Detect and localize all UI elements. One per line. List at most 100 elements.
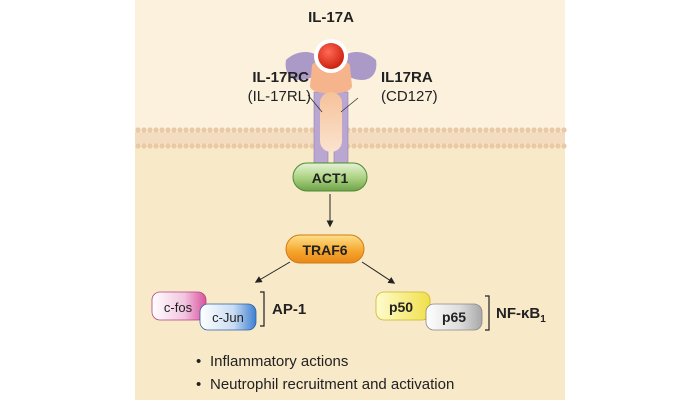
lipid-head-outer <box>189 127 195 133</box>
lipid-head-inner <box>381 143 387 149</box>
lipid-head-outer <box>417 127 423 133</box>
lipid-head-inner <box>189 143 195 149</box>
lipid-head-outer <box>147 127 153 133</box>
lipid-head-outer <box>459 127 465 133</box>
lipid-head-inner <box>297 143 303 149</box>
lipid-head-outer <box>477 127 483 133</box>
lipid-head-inner <box>363 143 369 149</box>
lipid-head-inner <box>273 143 279 149</box>
lipid-head-outer <box>393 127 399 133</box>
lipid-head-inner <box>549 143 555 149</box>
lipid-head-inner <box>369 143 375 149</box>
lipid-head-outer <box>537 127 543 133</box>
lipid-head-outer <box>171 127 177 133</box>
p65-label: p65 <box>442 309 466 325</box>
lipid-head-inner <box>165 143 171 149</box>
lipid-head-inner <box>393 143 399 149</box>
il17rc-leader-line <box>307 94 323 113</box>
act1-node <box>292 162 368 192</box>
lipid-head-outer <box>165 127 171 133</box>
lipid-head-inner <box>303 143 309 149</box>
lipid-head-outer <box>183 127 189 133</box>
lipid-head-inner <box>207 143 213 149</box>
lipid-head-inner <box>201 143 207 149</box>
lipid-head-inner <box>141 143 147 149</box>
lipid-head-inner <box>453 143 459 149</box>
lipid-head-outer <box>507 127 513 133</box>
lipid-head-outer <box>351 127 357 133</box>
lipid-head-inner <box>153 143 159 149</box>
p65-node <box>425 303 483 331</box>
receptor-complex <box>285 39 377 169</box>
nfkb-bracket <box>485 295 490 331</box>
lipid-head-outer <box>153 127 159 133</box>
ap1-label: AP-1 <box>272 301 306 318</box>
traf6-label: TRAF6 <box>302 242 347 258</box>
lipid-head-inner <box>285 143 291 149</box>
lipid-head-inner <box>237 143 243 149</box>
lipid-head-inner <box>351 143 357 149</box>
lipid-head-inner <box>519 143 525 149</box>
lipid-head-inner <box>183 143 189 149</box>
cfos-label: c-fos <box>164 300 193 315</box>
lipid-head-outer <box>411 127 417 133</box>
lipid-head-outer <box>381 127 387 133</box>
lipid-head-outer <box>303 127 309 133</box>
lipid-head-outer <box>465 127 471 133</box>
membrane-core <box>135 132 565 144</box>
lipid-head-inner <box>357 143 363 149</box>
lipid-head-outer <box>279 127 285 133</box>
lipid-head-inner <box>459 143 465 149</box>
lipid-head-inner <box>147 143 153 149</box>
lipid-head-outer <box>141 127 147 133</box>
il17rc-label: IL-17RC <box>252 69 309 86</box>
lipid-head-outer <box>357 127 363 133</box>
lipid-head-inner <box>213 143 219 149</box>
lipid-head-outer <box>363 127 369 133</box>
lipid-head-outer <box>501 127 507 133</box>
lipid-head-inner <box>507 143 513 149</box>
il17ra-alias: (CD127) <box>381 88 438 105</box>
outcome-item-2: Neutrophil recruitment and activation <box>210 376 454 393</box>
lipid-head-inner <box>267 143 273 149</box>
lipid-head-outer <box>291 127 297 133</box>
lipid-head-inner <box>399 143 405 149</box>
lipid-head-outer <box>195 127 201 133</box>
lipid-head-outer <box>159 127 165 133</box>
lipid-head-inner <box>405 143 411 149</box>
lipid-head-inner <box>477 143 483 149</box>
lipid-head-outer <box>561 127 567 133</box>
outcome-list: • Inflammatory actions • Neutrophil recr… <box>196 353 454 393</box>
lipid-head-outer <box>273 127 279 133</box>
ap1-complex: c-fos c-Jun AP-1 <box>151 291 306 331</box>
lipid-head-inner <box>411 143 417 149</box>
lipid-head-outer <box>135 127 141 133</box>
ligand-label: IL-17A <box>308 9 354 26</box>
lipid-head-outer <box>243 127 249 133</box>
lipid-head-outer <box>405 127 411 133</box>
lipid-head-inner <box>195 143 201 149</box>
lipid-head-outer <box>489 127 495 133</box>
il17rc-alias: (IL-17RL) <box>248 88 311 105</box>
lipid-head-outer <box>441 127 447 133</box>
lipid-head-outer <box>255 127 261 133</box>
lipid-head-outer <box>453 127 459 133</box>
lipid-head-outer <box>309 127 315 133</box>
lipid-head-inner <box>489 143 495 149</box>
lipid-head-outer <box>387 127 393 133</box>
lipid-head-outer <box>297 127 303 133</box>
lipid-head-inner <box>537 143 543 149</box>
outcome-bullet-2: • <box>196 376 201 393</box>
lipid-head-outer <box>201 127 207 133</box>
lipid-head-inner <box>243 143 249 149</box>
lipid-head-inner <box>471 143 477 149</box>
lipid-head-outer <box>531 127 537 133</box>
lipid-head-outer <box>261 127 267 133</box>
lipid-head-outer <box>447 127 453 133</box>
lipid-head-inner <box>465 143 471 149</box>
outcome-item-1: Inflammatory actions <box>210 353 348 370</box>
lipid-head-inner <box>171 143 177 149</box>
lipid-head-outer <box>483 127 489 133</box>
lipid-head-outer <box>513 127 519 133</box>
